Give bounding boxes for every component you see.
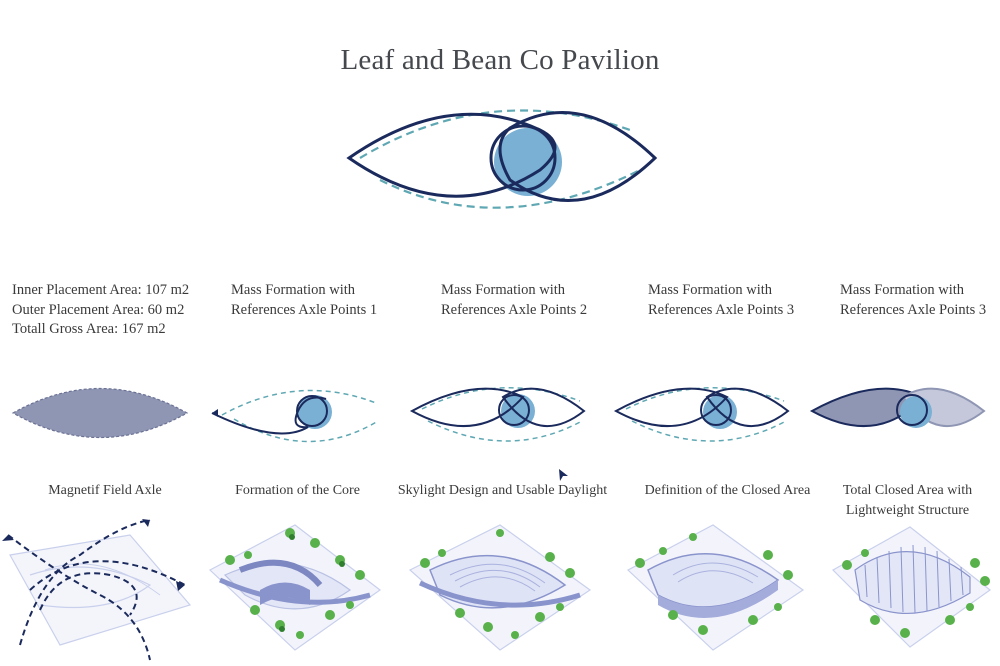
skylight-scene	[408, 524, 592, 651]
filled-eye-icon	[809, 387, 986, 428]
step-3-heading: Mass Formation with References Axle Poin…	[441, 282, 588, 318]
stat-inner-area: Inner Placement Area: 107 m2	[12, 282, 190, 298]
stat-gross-area: Totall Gross Area: 167 m2	[12, 321, 166, 337]
eye-outline-left	[346, 112, 557, 198]
open-curve-eye-icon	[211, 389, 379, 443]
eye-outline-icon	[409, 387, 586, 442]
step-2-heading: Mass Formation with References Axle Poin…	[231, 282, 378, 318]
core-ring	[489, 124, 557, 192]
step-3-caption: Skylight Design and Usable Daylight	[397, 483, 608, 498]
page-title: Leaf and Bean Co Pavilion	[340, 44, 660, 76]
area-stats: Inner Placement Area: 107 m2 Outer Place…	[12, 281, 189, 340]
step-4-heading: Mass Formation with References Axle Poin…	[648, 282, 795, 318]
filled-leaf-icon	[11, 387, 189, 439]
step-5-caption: Total Closed Area with Lightweight Struc…	[842, 483, 973, 518]
cursor-arrow-icon	[559, 469, 568, 481]
step-4-caption: Definition of the Closed Area	[644, 483, 811, 498]
main-eye-diagram	[346, 109, 658, 209]
field-axle-scene	[2, 519, 192, 661]
stat-outer-area: Outer Placement Area: 60 m2	[12, 301, 185, 318]
closed-area-scene	[626, 524, 805, 651]
step-2-caption: Formation of the Core	[235, 483, 360, 498]
step-1-caption: Magnetif Field Axle	[48, 483, 162, 498]
eye-outline-icon	[613, 387, 790, 442]
lightweight-structure-scene	[832, 526, 992, 648]
step-5-heading: Mass Formation with References Axle Poin…	[840, 282, 987, 318]
outer-dashed-arc-bottom	[379, 169, 641, 209]
core-formation-scene	[208, 524, 382, 651]
eye-outline-right	[498, 111, 658, 202]
